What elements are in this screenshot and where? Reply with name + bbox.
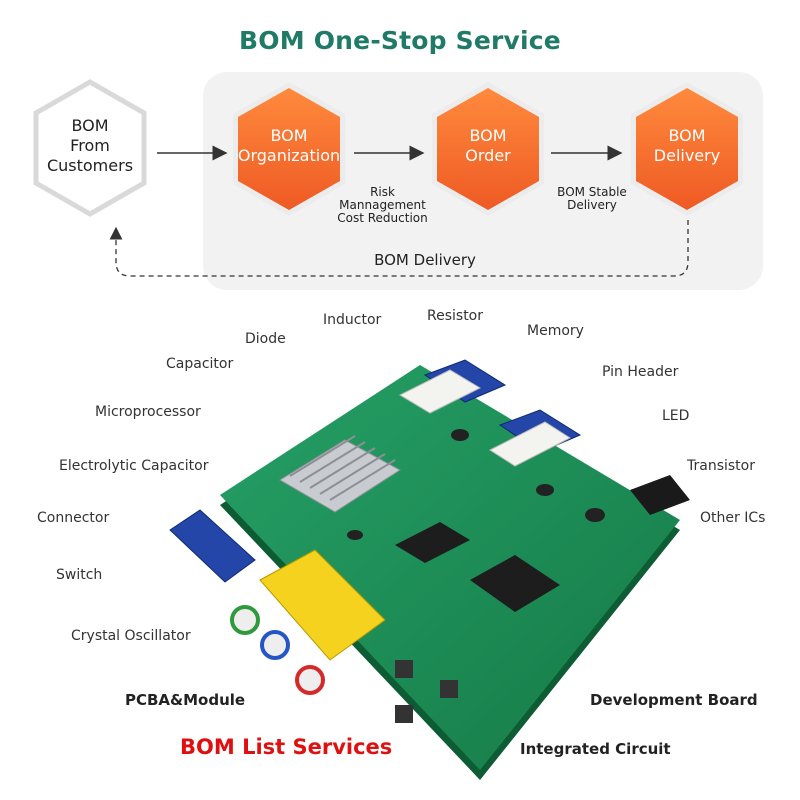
page-title: BOM One-Stop Service — [239, 26, 561, 55]
rca-connectors — [230, 549, 386, 695]
step-label-organization: BOM Organization — [237, 126, 341, 165]
return-label: BOM Delivery — [374, 251, 476, 269]
label-development-board: Development Board — [590, 691, 758, 709]
note-stable-delivery: BOM Stable Delivery — [557, 185, 627, 212]
step-hexagon-order — [432, 82, 544, 216]
heatsink — [279, 435, 401, 513]
label-switch: Switch — [56, 567, 103, 583]
step-label-order: BOM Order — [465, 126, 511, 165]
source-hexagon — [33, 79, 147, 217]
label-resistor: Resistor — [427, 308, 483, 324]
label-memory: Memory — [527, 323, 584, 339]
vga-connector-left — [169, 509, 256, 583]
label-transistor: Transistor — [687, 458, 755, 474]
label-inductor: Inductor — [323, 312, 382, 328]
step-label-delivery: BOM Delivery — [653, 126, 721, 165]
label-pin-header: Pin Header — [602, 364, 679, 380]
return-dashed-arrow — [109, 220, 689, 277]
tact-switches — [395, 660, 458, 723]
pcb-board-image — [169, 359, 690, 780]
source-label: BOM From Customers — [46, 116, 134, 175]
flow-diagram — [33, 79, 743, 277]
step-hexagon-delivery — [631, 82, 743, 216]
electrolytic-capacitors — [347, 429, 605, 540]
label-capacitor: Capacitor — [166, 356, 234, 372]
step-hexagon-organization — [233, 82, 345, 216]
label-microprocessor: Microprocessor — [95, 404, 201, 420]
label-other-ics: Other ICs — [700, 510, 766, 526]
bom-list-services-heading: BOM List Services — [180, 735, 393, 759]
dc-jack — [630, 475, 690, 515]
pin-header-right — [488, 421, 572, 467]
ic-chip-small — [395, 522, 470, 563]
label-connector: Connector — [37, 510, 110, 526]
label-integrated-circuit: Integrated Circuit — [520, 740, 671, 758]
label-diode: Diode — [245, 331, 286, 347]
label-led: LED — [662, 408, 690, 424]
note-risk-management: Risk Mannagement Cost Reduction — [337, 185, 428, 225]
ic-chip-main — [470, 555, 560, 612]
label-electrolytic-capacitor: Electrolytic Capacitor — [59, 458, 209, 474]
label-crystal-oscillator: Crystal Oscillator — [71, 628, 191, 644]
pin-header-top — [398, 369, 482, 414]
label-pcba-module: PCBA&Module — [125, 691, 246, 709]
